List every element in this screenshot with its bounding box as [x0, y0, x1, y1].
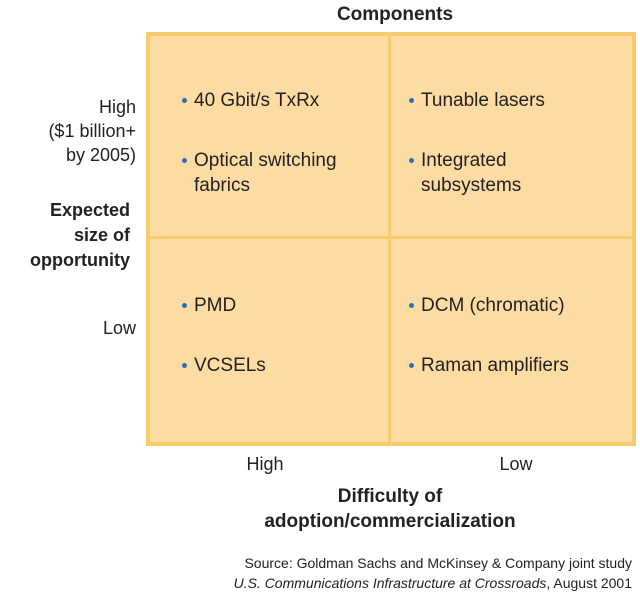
x-axis-title: Difficulty of adoption/commercialization [230, 484, 550, 534]
quadrant-item: Tunable lasers [409, 88, 545, 113]
bullet-dot-icon [182, 158, 187, 163]
quadrant-top-left: 40 Gbit/s TxRx Optical switching fabrics [150, 36, 391, 239]
y-axis-title-line: opportunity [30, 250, 130, 270]
source-note: Source: Goldman Sachs and McKinsey & Com… [234, 553, 632, 593]
y-axis-high-label-line: ($1 billion+ [48, 121, 136, 141]
quadrant-item: Raman amplifiers [409, 353, 569, 378]
y-axis-title-line: Expected [49, 200, 130, 220]
y-axis-high-label-line: by 2005) [65, 145, 136, 165]
y-axis-title: Expected size of opportunity [30, 198, 130, 273]
quadrant-grid: 40 Gbit/s TxRx Optical switching fabrics… [146, 32, 636, 446]
quadrant-item: PMD [182, 293, 237, 318]
source-date: , August 2001 [546, 575, 632, 591]
quadrant-top-right: Tunable lasers Integrated subsystems [391, 36, 632, 239]
source-publication-title: U.S. Communications Infrastructure at Cr… [233, 575, 547, 591]
bullet-dot-icon [182, 98, 187, 103]
chart-title: Components [336, 4, 454, 25]
x-axis-title-line: Difficulty of [337, 486, 443, 507]
source-line: Source: Goldman Sachs and McKinsey & Com… [244, 555, 632, 571]
y-axis-title-line: size of [73, 225, 130, 245]
quadrant-item-line: Optical switching [194, 150, 337, 171]
quadrant-item-line: VCSELs [194, 355, 266, 376]
x-axis-low-label: Low [499, 454, 533, 474]
bullet-dot-icon [409, 98, 414, 103]
y-axis-high-label: High ($1 billion+ by 2005) [48, 95, 136, 167]
quadrant-item-line: PMD [194, 295, 237, 316]
x-axis-title-line: adoption/commercialization [264, 511, 516, 532]
bullet-dot-icon [182, 363, 187, 368]
quadrant-item: DCM (chromatic) [409, 293, 565, 318]
quadrant-item-line: Raman amplifiers [421, 355, 569, 376]
bullet-dot-icon [409, 303, 414, 308]
quadrant-item-line: Tunable lasers [421, 90, 545, 111]
bullet-dot-icon [409, 158, 414, 163]
quadrant-bottom-left: PMD VCSELs [150, 239, 391, 442]
quadrant-item: Integrated subsystems [409, 148, 522, 198]
quadrant-item: Optical switching fabrics [182, 148, 337, 198]
y-axis-high-label-line: High [98, 97, 136, 117]
bullet-dot-icon [409, 363, 414, 368]
quadrant-item-line: fabrics [194, 175, 250, 196]
y-axis-low-label: Low [102, 318, 136, 338]
quadrant-item-line: subsystems [421, 175, 522, 196]
bullet-dot-icon [182, 303, 187, 308]
x-axis-high-label: High [246, 454, 284, 474]
quadrant-bottom-right: DCM (chromatic) Raman amplifiers [391, 239, 632, 442]
quadrant-item-line: 40 Gbit/s TxRx [194, 90, 320, 111]
quadrant-item: 40 Gbit/s TxRx [182, 88, 320, 113]
quadrant-item-line: DCM (chromatic) [421, 295, 565, 316]
source-citation: U.S. Communications Infrastructure at Cr… [234, 573, 632, 593]
quadrant-item-line: Integrated [421, 150, 507, 171]
quadrant-item: VCSELs [182, 353, 266, 378]
